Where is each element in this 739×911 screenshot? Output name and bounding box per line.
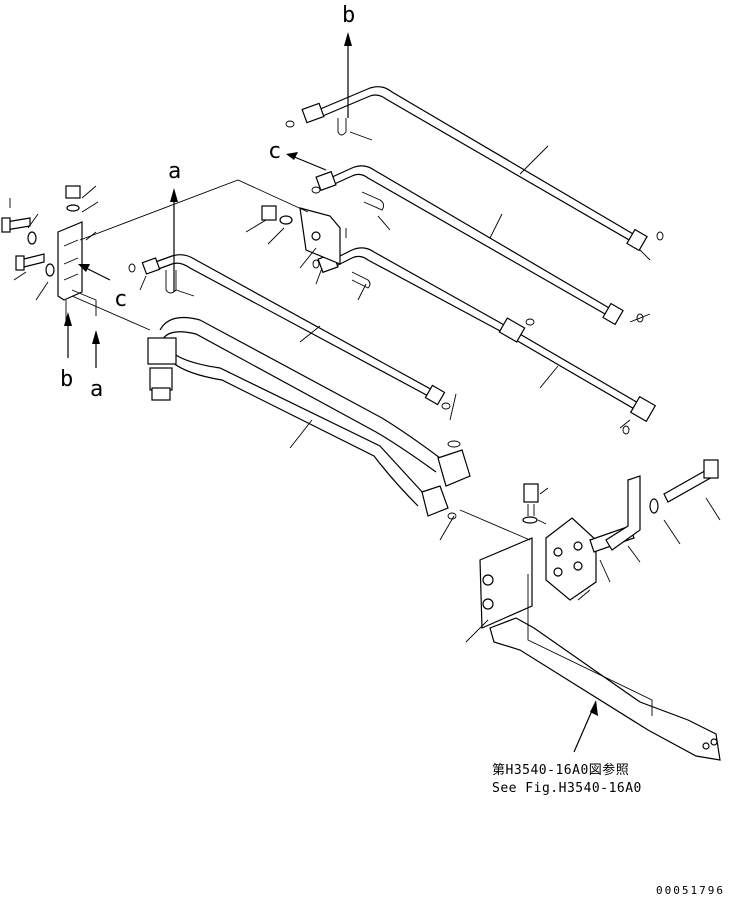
arrow-a-bottom (92, 330, 100, 368)
hydraulic-tube-b (301, 86, 648, 252)
o-rings (128, 120, 664, 520)
arrow-b-bottom (64, 312, 72, 358)
left-mounting-bracket (1, 185, 83, 301)
arrow-reference (573, 700, 598, 753)
arrow-c-left (78, 264, 111, 281)
reference-note-jp: 第H3540-16A0図参照 (492, 762, 629, 778)
drawing-code: 00051796 (656, 884, 725, 897)
clamp-assembly (479, 459, 721, 761)
arrow-c-top (286, 152, 327, 171)
leader-lines (9, 131, 721, 643)
reference-lines (65, 179, 653, 716)
reference-note-en: See Fig.H3540-16A0 (492, 781, 642, 796)
center-mounting-bracket (261, 205, 341, 265)
callout-a-bottom: a (90, 377, 103, 402)
hydraulic-tube-a (141, 254, 446, 406)
callout-a-top: a (168, 159, 181, 184)
callout-c-left: c (114, 287, 127, 312)
arrow-b-top (344, 32, 352, 118)
arrow-a-top (170, 188, 178, 292)
callout-b-top: b (342, 3, 355, 28)
callout-c-top: c (268, 139, 281, 164)
callout-b-bottom: b (60, 367, 73, 392)
hydraulic-tube-middle (317, 247, 657, 423)
main-tube-assembly (147, 317, 471, 517)
hydraulic-tube-c (315, 165, 624, 326)
